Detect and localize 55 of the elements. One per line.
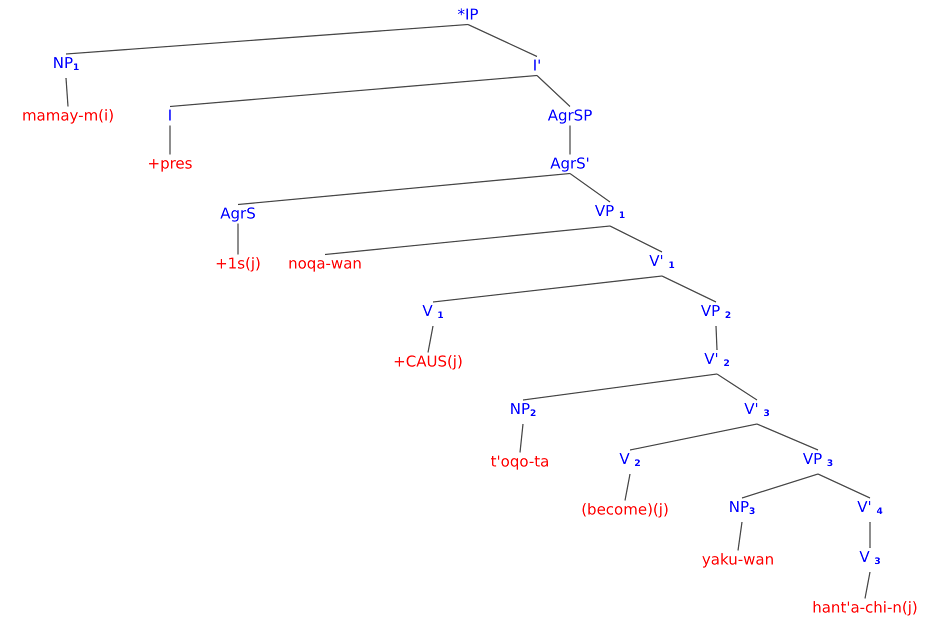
tree-branch [536, 75, 570, 107]
tree-branch [65, 78, 69, 107]
tree-branch [624, 474, 631, 501]
category-label: V $_{1}$ [422, 303, 444, 325]
tree-branch [519, 424, 524, 453]
tree-branch [468, 24, 538, 58]
word-label: hant'a-chi-n(j) [812, 600, 918, 616]
tree-branch [522, 373, 718, 401]
tree-branch [66, 24, 468, 55]
category-label: VP $_{1}$ [594, 203, 626, 225]
tree-branch [427, 326, 434, 353]
category-label: *IP [458, 6, 478, 24]
tree-branch [716, 373, 758, 401]
tree-branch [630, 423, 758, 451]
word-label: (become)(j) [581, 502, 669, 518]
word-label: +1s(j) [215, 256, 261, 272]
category-label: V' $_{1}$ [649, 253, 675, 275]
word-label: +CAUS(j) [393, 354, 463, 370]
category-label: AgrS' [550, 156, 590, 172]
tree-branch [238, 172, 570, 206]
tree-branch [169, 126, 171, 154]
tree-branch [818, 473, 870, 499]
word-label: yaku-wan [702, 552, 774, 568]
word-label: +pres [148, 156, 192, 172]
category-label: NP$_{3}$ [728, 499, 756, 521]
word-label: mamay-m(i) [22, 108, 114, 124]
category-label: VP $_{2}$ [700, 303, 732, 325]
tree-branch [715, 326, 718, 350]
category-label: I [168, 108, 172, 124]
tree-branch [756, 423, 818, 451]
category-label: AgrS [220, 206, 256, 222]
tree-branch [237, 224, 239, 254]
tree-branch [432, 275, 662, 303]
tree-branch [569, 126, 571, 154]
tree-branch [742, 473, 818, 499]
category-label: I' [532, 58, 542, 74]
category-label: V' $_{3}$ [744, 401, 770, 423]
category-label: VP $_{3}$ [802, 451, 834, 473]
tree-branch [869, 522, 871, 548]
word-label: t'oqo-ta [490, 454, 550, 470]
tree-branch [662, 275, 716, 303]
word-label: noqa-wan [288, 256, 362, 272]
tree-branch [864, 572, 871, 599]
category-label: V' $_{2}$ [704, 351, 730, 373]
tree-branch [570, 172, 610, 203]
tree-branch [170, 74, 538, 108]
category-label: V $_{2}$ [619, 451, 641, 473]
category-label: V $_{3}$ [859, 549, 881, 571]
tree-branch [610, 225, 662, 253]
tree-branch [737, 522, 743, 551]
category-label: V' $_{4}$ [857, 499, 883, 521]
category-label: AgrSP [548, 108, 592, 124]
category-label: NP$_{2}$ [510, 401, 536, 423]
category-label: NP$_{1}$ [52, 55, 80, 77]
tree-branch [324, 225, 610, 256]
